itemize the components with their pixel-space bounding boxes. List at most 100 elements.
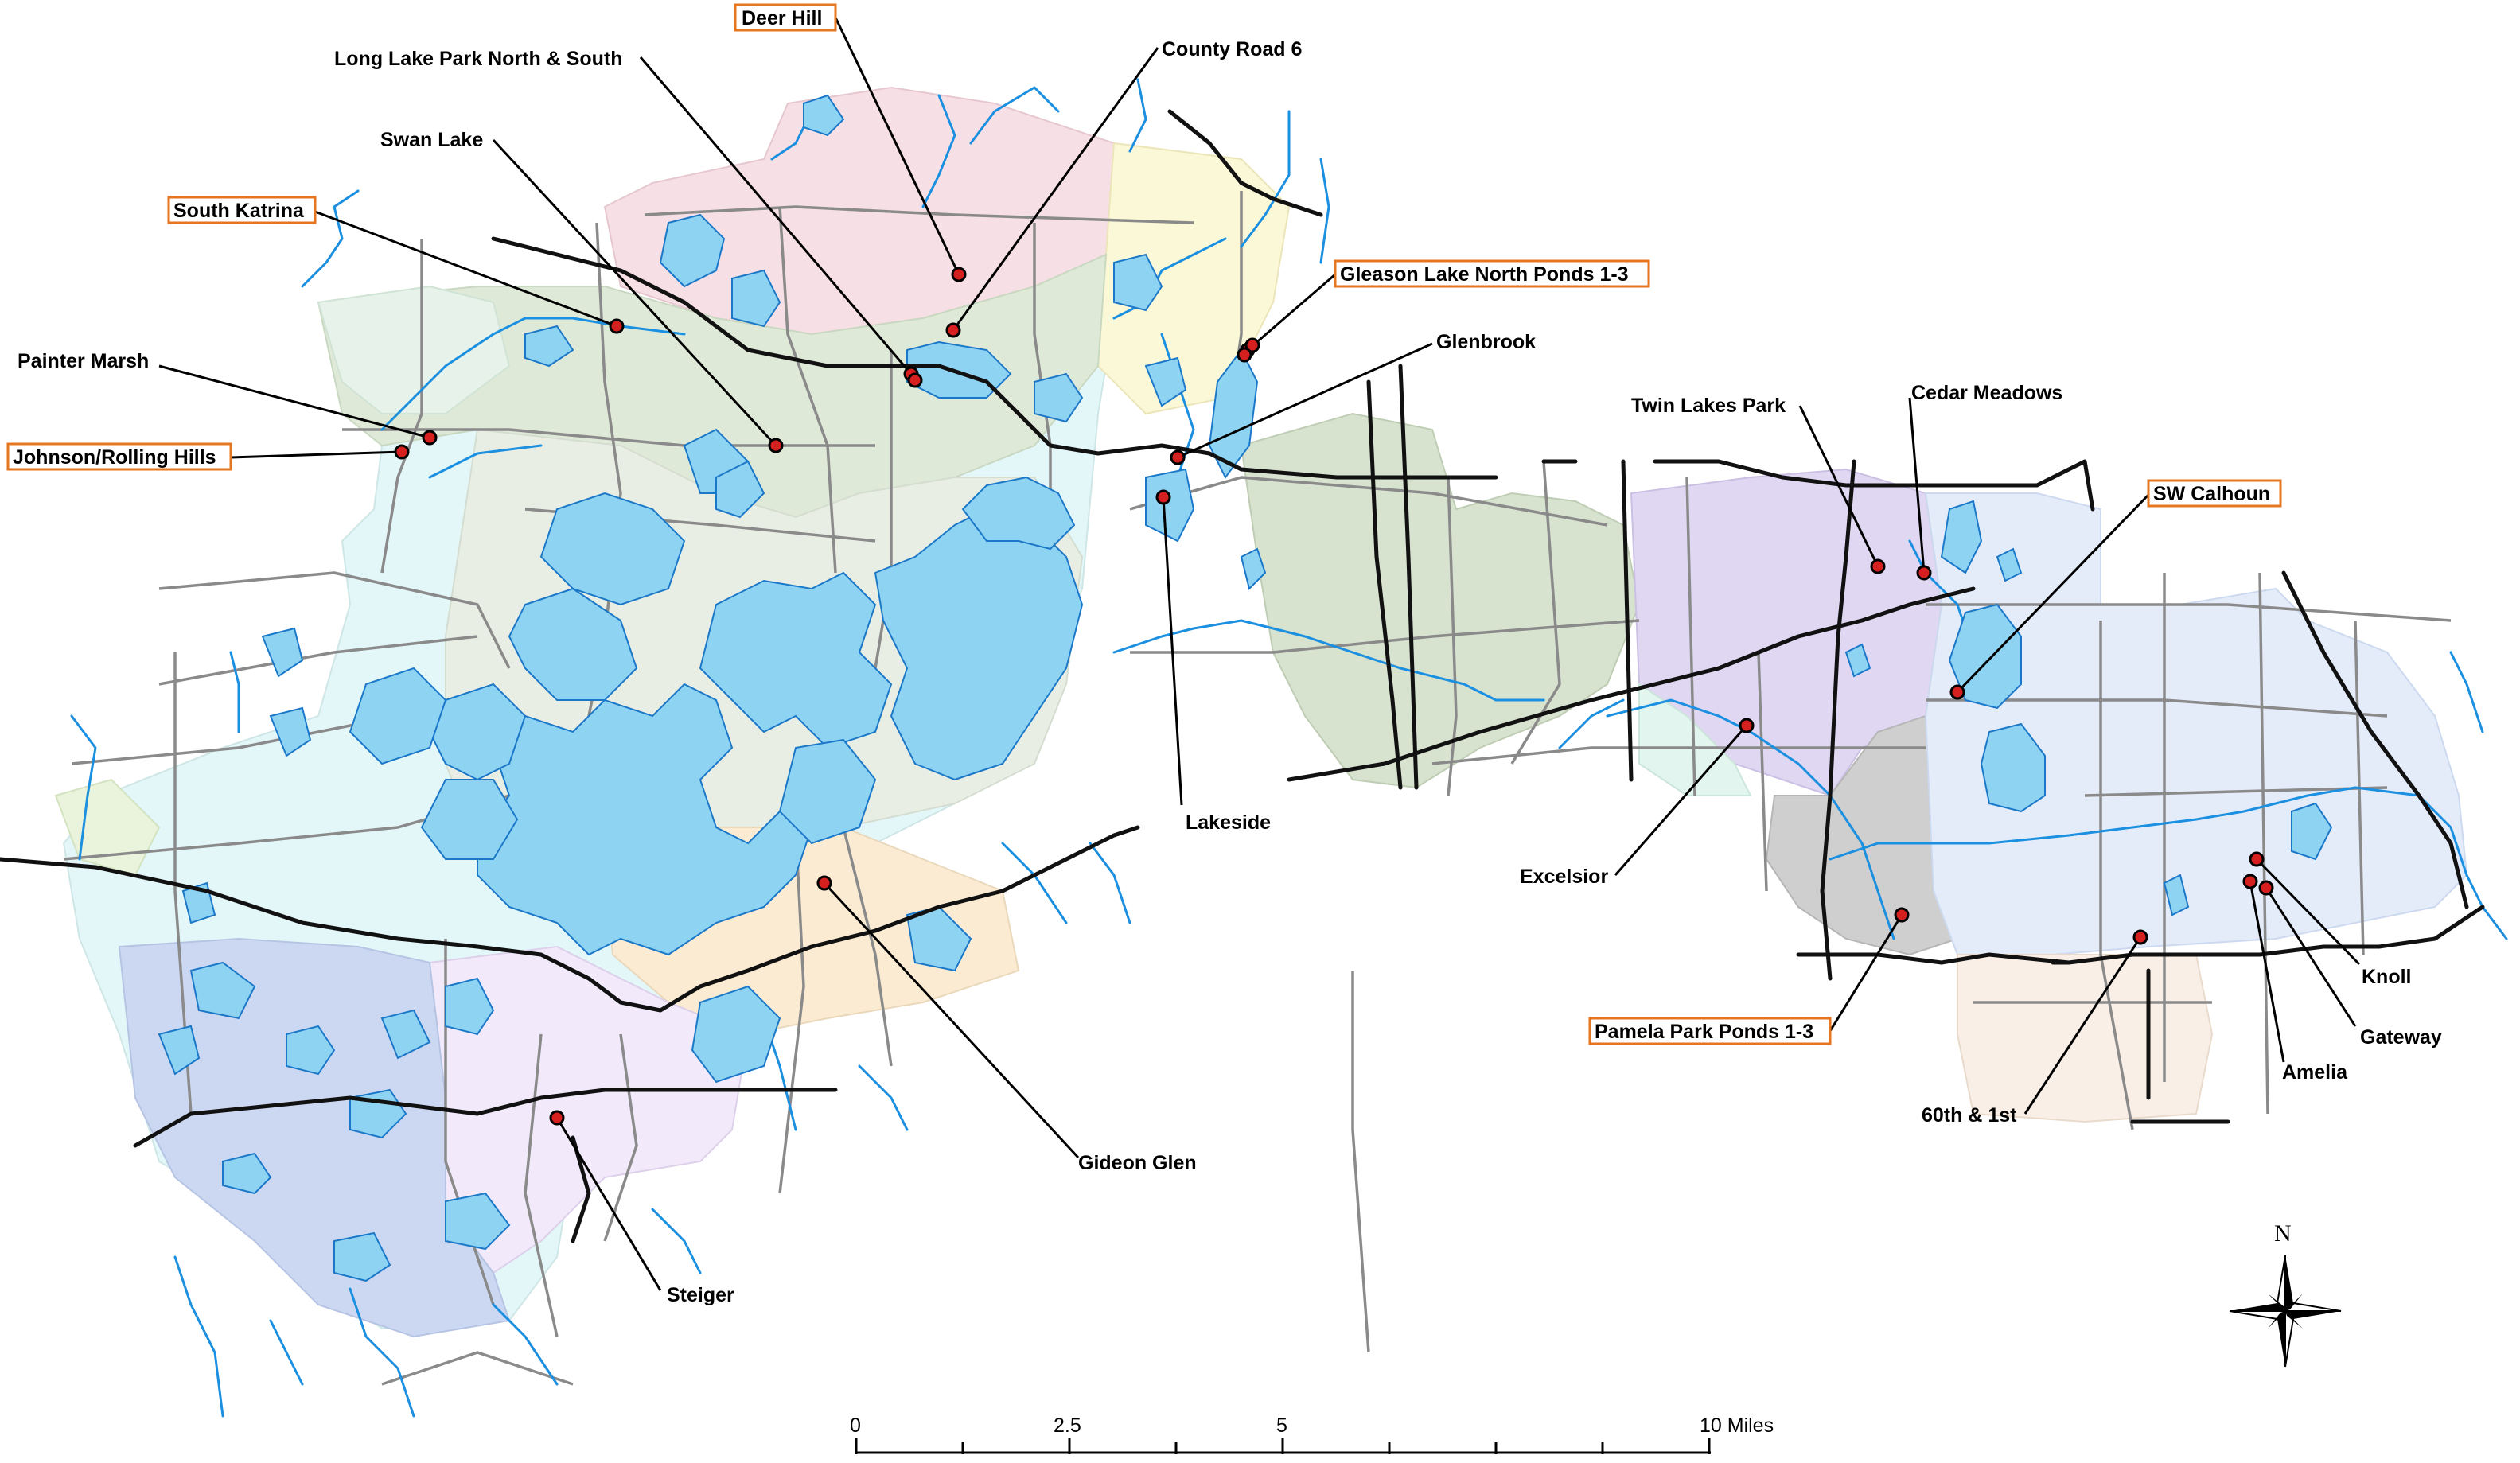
scale-label-10-miles: 10 Miles [1700,1414,1774,1437]
stream [1319,158,1330,264]
lake-west-arm [420,779,519,860]
leader-swan-lake [492,138,777,447]
lake-nokomis [2291,802,2333,861]
label-gleason-lake: Gleason Lake North Ponds 1-3 [1340,263,1629,286]
minor-road [380,239,423,574]
label-box-sw-calhoun [2147,479,2282,508]
lake-e-2 [1240,547,1267,590]
leader-twin-lakes-park [1798,405,1879,567]
lake-harriet [1980,722,2046,813]
minor-road [603,1033,638,1242]
label-deer-hill: Deer Hill [742,7,822,29]
lake-north-2 [731,269,781,328]
stream [921,94,956,208]
leader-county-road-6 [952,47,1159,331]
label-gideon-glen: Gideon Glen [1078,1152,1197,1174]
label-excelsior: Excelsior [1520,866,1608,888]
site-marker-sw-calhoun[interactable] [1949,684,1965,700]
site-marker-cedar-meadows[interactable] [1916,565,1932,581]
label-box-south-katrina [167,196,317,224]
highway [571,1135,591,1243]
site-annotations: Deer Hill County Road 6 Long Lake Park N… [6,3,2442,1306]
lake-w-2 [269,706,312,757]
label-box-johnson-rolling-hills [6,442,232,471]
highway [1820,459,1856,981]
label-amelia: Amelia [2282,1061,2348,1084]
lake-sw-9 [380,1009,431,1060]
leader-sw-calhoun [1956,493,2150,694]
site-marker-county-road-6[interactable] [945,322,961,338]
site-marker-glenbrook[interactable] [1170,449,1186,465]
lake-sw-2 [445,977,495,1036]
label-box-gleason-lake [1334,259,1650,288]
minor-roads [63,191,2452,1386]
leader-amelia [2249,881,2285,1063]
lake-schmidt [1144,356,1187,407]
site-marker-lakeside[interactable] [1155,489,1171,505]
leader-excelsior [1614,725,1748,876]
highway [1287,586,1976,782]
minor-road [1757,652,1768,892]
lake-lower-tonka [778,738,877,845]
site-marker-painter-marsh[interactable] [422,430,438,446]
stream [858,1064,909,1131]
stream [1240,110,1291,248]
site-marker-gleason-lake-2[interactable] [1244,337,1260,353]
minor-road [644,205,1194,224]
lake-cedar [1940,500,1983,574]
leader-gateway [2265,887,2357,1027]
lake-w-1 [261,627,304,678]
site-marker-sixtieth-first[interactable] [2132,929,2148,945]
site-marker-gideon-glen[interactable] [816,875,832,891]
stream [969,86,1060,145]
minor-road [842,827,893,1067]
leader-lakeside [1162,496,1183,806]
leader-pamela-park [1829,914,1903,1032]
minor-road [71,714,399,765]
stream [1089,842,1131,924]
compass-rose-icon [2229,1255,2342,1368]
site-marker-twin-lakes-park[interactable] [1870,558,1886,574]
site-marker-gateway[interactable] [2258,880,2274,896]
site-marker-excelsior[interactable] [1739,718,1755,733]
label-swan-lake: Swan Lake [380,129,483,151]
label-long-lake-park: Long Lake Park North & South [334,48,623,70]
lake-north-arm [539,492,686,606]
lake-brownie [1996,547,2023,582]
stream [1558,698,1625,749]
highway [1796,905,2485,965]
stream [301,189,360,288]
label-painter-marsh: Painter Marsh [18,350,149,372]
site-marker-swan-lake[interactable] [768,438,784,453]
minor-road [2099,621,2134,1130]
leader-south-katrina [314,210,617,328]
label-lakeside: Lakeside [1186,811,1271,834]
site-marker-pamela-park[interactable] [1894,907,1910,923]
stream [2465,874,2508,940]
site-marker-long-lake-park-south[interactable] [907,372,923,388]
leader-johnson-rolling-hills [230,450,403,459]
leader-painter-marsh [158,364,430,439]
lake-sw-8 [158,1025,201,1076]
site-marker-deer-hill[interactable] [951,267,967,282]
site-marker-steiger[interactable] [549,1110,565,1126]
minor-road [1685,477,1696,796]
region-nw-mint [317,285,511,414]
stream [492,1303,559,1386]
minor-road [778,206,837,574]
leader-sixtieth-first [2023,936,2142,1115]
site-marker-knoll[interactable] [2249,851,2265,867]
site-marker-gleason-lake-3[interactable] [1237,347,1252,363]
lake-sw-6 [445,1192,511,1251]
lake-north-1 [659,213,726,288]
site-marker-amelia[interactable] [2242,874,2258,889]
label-box-pamela-park [1588,1017,1832,1045]
site-marker-johnson-rolling-hills[interactable] [394,444,410,460]
leader-deer-hill [834,17,960,275]
north-label: N [2274,1220,2292,1247]
site-marker-south-katrina[interactable] [609,318,625,334]
highways [0,109,2485,1243]
stream [428,444,543,479]
minor-road [1926,603,2452,622]
